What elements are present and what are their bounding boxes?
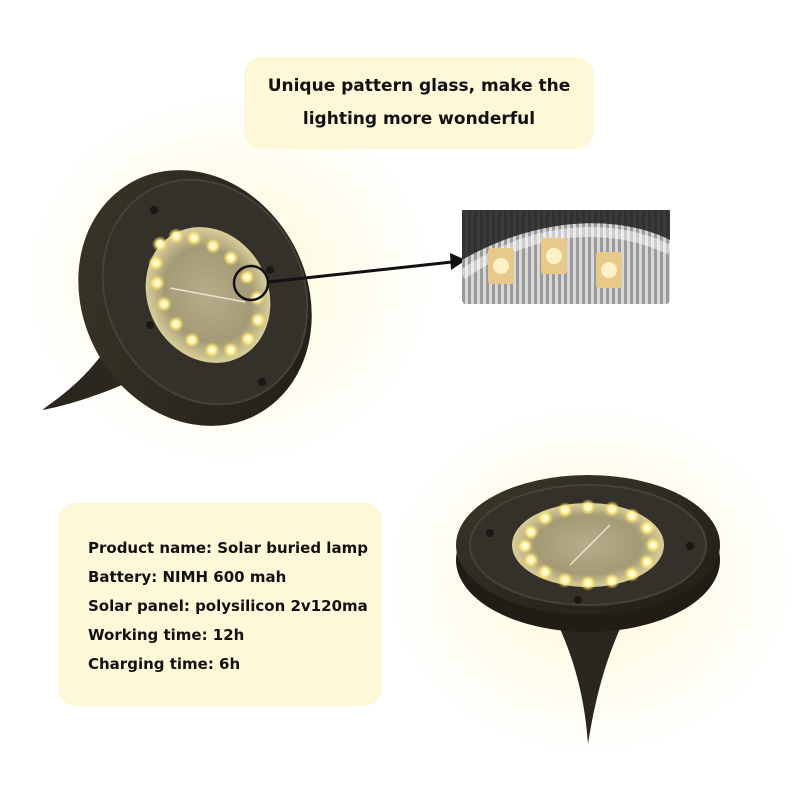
spec-battery: Battery: NIMH 600 mah (88, 568, 287, 586)
spec-product-name: Product name: Solar buried lamp (88, 539, 368, 557)
solar-buried-lamp-icon (42, 170, 312, 426)
zoom-marker-circle (232, 264, 270, 302)
ground-spike-lower (556, 620, 624, 744)
spec-callout: Product name: Solar buried lamp Battery:… (58, 503, 382, 706)
spec-solar-panel: Solar panel: polysilicon 2v120ma (88, 597, 368, 615)
led-ring-upper (148, 228, 266, 358)
headline-line-1: Unique pattern glass, make the (267, 76, 571, 96)
headline-line-2: lighting more wonderful (302, 109, 536, 129)
led-ring-lower (517, 499, 661, 591)
lens-lower (512, 503, 664, 587)
spec-working-time: Working time: 12h (88, 626, 245, 644)
spec-charging-time: Charging time: 6h (88, 655, 241, 673)
led-closeup-zoom-icon (459, 210, 673, 304)
solar-buried-lamp-icon-lower (456, 475, 720, 744)
headline-callout: Unique pattern glass, make the lighting … (244, 57, 594, 149)
pointer-arrow-icon (267, 253, 466, 284)
